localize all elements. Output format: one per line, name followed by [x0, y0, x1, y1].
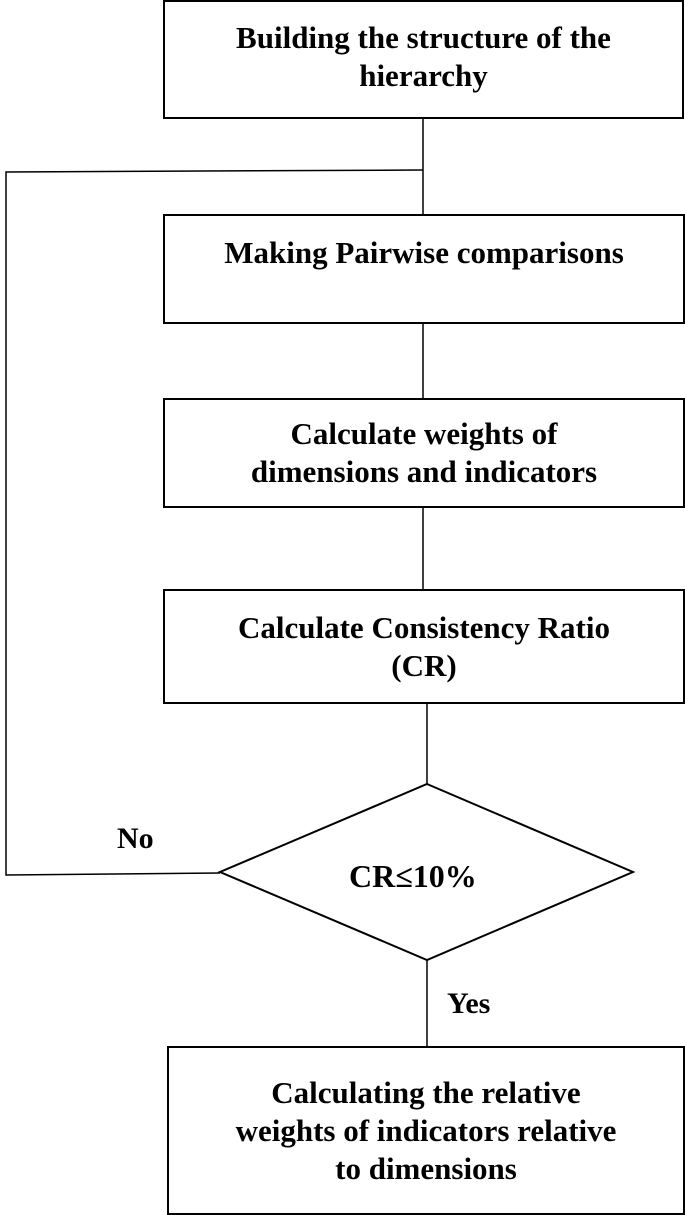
- decision-condition: CR≤10%: [349, 858, 477, 894]
- step-relative-weights-line2: weights of indicators relative: [235, 1112, 617, 1148]
- step-calculate-weights-line2: dimensions and indicators: [250, 454, 598, 489]
- step-relative-weights: Calculating the relative weights of indi…: [167, 1046, 685, 1215]
- step-consistency-ratio-line1: Calculate Consistency Ratio: [238, 609, 610, 645]
- no-branch-label: No: [117, 822, 154, 855]
- step-calculate-weights-line1: Calculate weights of: [290, 416, 558, 451]
- feedback-loop-no: [5, 169, 424, 876]
- yes-branch-label: Yes: [447, 987, 491, 1020]
- step-consistency-ratio-line2: (CR): [391, 647, 457, 683]
- step-pairwise-comparisons: Making Pairwise comparisons: [163, 214, 685, 324]
- step-pairwise-comparisons-text: Making Pairwise comparisons: [224, 235, 624, 270]
- step-relative-weights-line3: to dimensions: [335, 1150, 517, 1186]
- step-relative-weights-line1: Calculating the relative: [271, 1074, 581, 1110]
- step-build-hierarchy-line2: hierarchy: [359, 57, 488, 93]
- step-consistency-ratio: Calculate Consistency Ratio (CR): [163, 589, 685, 704]
- step-build-hierarchy: Building the structure of the hierarchy: [163, 0, 684, 119]
- step-build-hierarchy-line1: Building the structure of the: [236, 19, 611, 55]
- step-calculate-weights: Calculate weights of dimensions and indi…: [163, 398, 685, 508]
- decision-diamond: [217, 782, 636, 962]
